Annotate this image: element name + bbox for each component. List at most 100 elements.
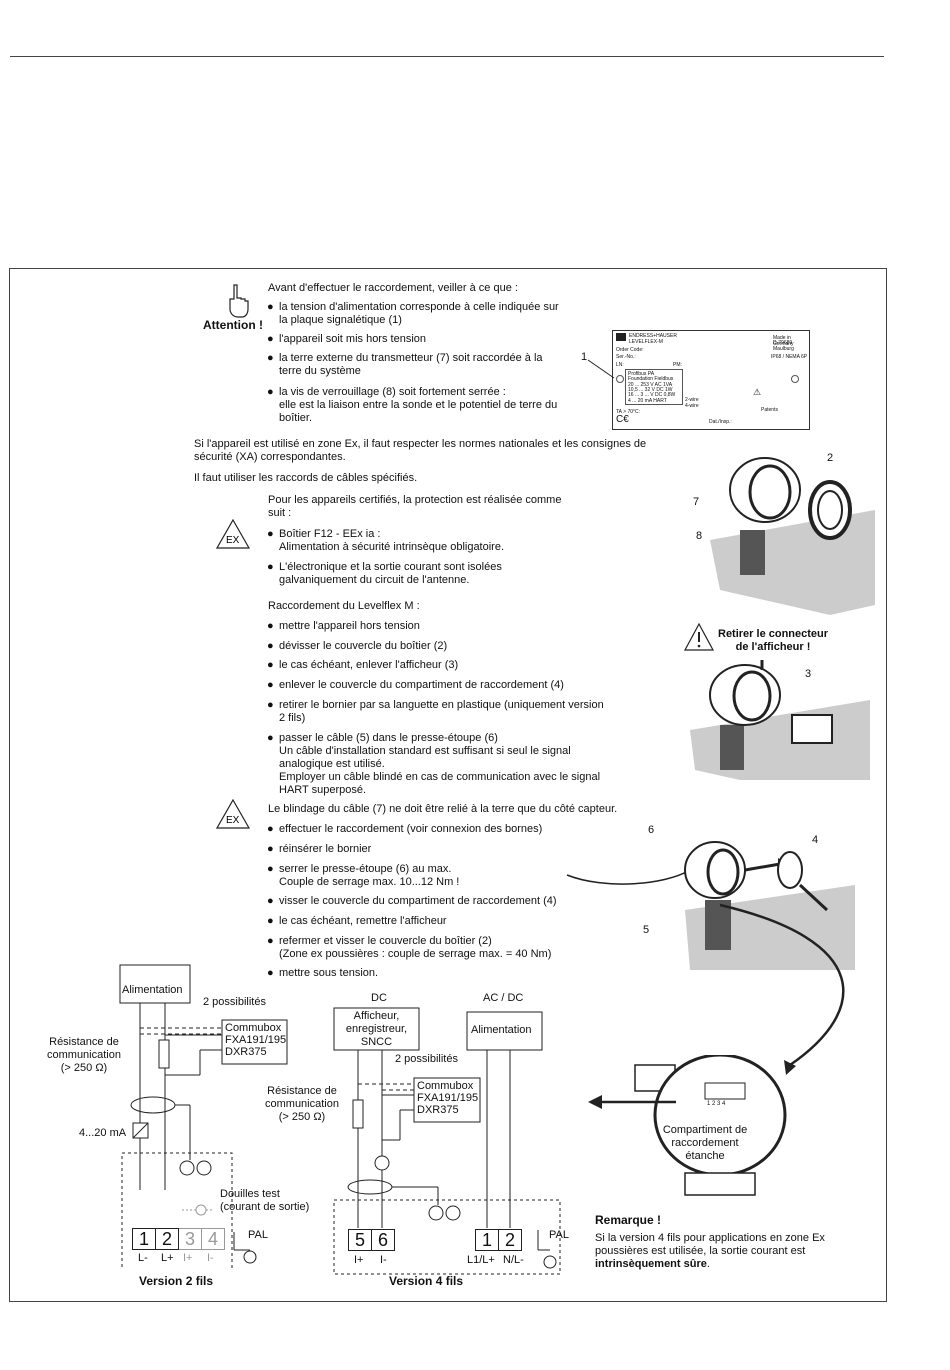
compartment-label: Compartiment de raccordement étanche <box>662 1124 748 1162</box>
connection-intro: Raccordement du Levelflex M : <box>268 600 420 612</box>
connection-item: enlever le couvercle du compartiment de … <box>267 679 627 692</box>
commubox-model: FXA191/195 <box>417 1092 479 1104</box>
terminal-block-supply: 1 2 <box>475 1229 522 1251</box>
nameplate-line: Profibus PA <box>628 371 655 377</box>
cables-text: Il faut utiliser les raccords de câbles … <box>194 472 418 484</box>
terminal: 1 <box>132 1228 156 1250</box>
nameplate-line: 10,5 ... 32 V DC 1W <box>628 387 673 393</box>
shield-note: Le blindage du câble (7) ne doit être re… <box>268 803 618 815</box>
nameplate-model: LEVELFLEX-M <box>629 339 663 345</box>
commubox-model: DXR375 <box>225 1046 267 1058</box>
ground-icon <box>196 1160 212 1176</box>
ground-icon <box>543 1255 557 1269</box>
cable <box>566 869 691 885</box>
ground-screw-icon <box>428 1205 444 1221</box>
nameplate-wires: 2-wire 4-wire <box>685 397 699 409</box>
terminal: 2 <box>156 1228 179 1250</box>
diagram4-display: Afficheur, enregistreur, SNCC <box>345 1010 408 1048</box>
attention-intro: Avant d'effectuer le raccordement, veill… <box>268 282 518 294</box>
display-box <box>333 1007 420 1051</box>
remark-text: Si la version 4 fils pour applications e… <box>595 1232 855 1271</box>
figure-label-4: 4 <box>812 834 819 846</box>
commubox-label: Commubox <box>225 1022 282 1034</box>
terminal: 3 <box>179 1228 202 1250</box>
terminal-block <box>704 1082 746 1100</box>
nameplate-made-in: Made in Germany <box>773 335 794 347</box>
figure-label-6: 6 <box>648 824 655 836</box>
remark-body: Si la version 4 fils pour applications e… <box>595 1232 825 1257</box>
diagram4-supply: Alimentation <box>471 1024 532 1036</box>
ground-icon <box>445 1205 461 1221</box>
content-frame <box>9 268 887 1302</box>
diagram4-possibilities: 2 possibilités <box>395 1053 458 1065</box>
screw-hole-icon <box>616 375 624 383</box>
display-warning: Retirer le connecteur de l'afficheur ! <box>718 628 829 653</box>
cable-shield <box>347 1179 393 1195</box>
connection-item: réinsérer le bornier <box>267 843 627 856</box>
diagram2-current: 4...20 mA <box>79 1127 127 1139</box>
terminal-label: I+ <box>354 1254 364 1266</box>
diagram2-possibilities: 2 possibilités <box>203 996 266 1008</box>
diagram2-caption: Version 2 fils <box>139 1274 214 1288</box>
wiring-diagram-2-wire <box>119 964 288 1270</box>
terminal-label: I+ <box>183 1252 193 1264</box>
terminal-block-2-wire: 1 2 3 4 <box>132 1228 225 1250</box>
supply-box <box>119 964 191 1004</box>
figure-label-7: 7 <box>693 496 700 508</box>
connection-item: serrer le presse-étoupe (6) au max. Coup… <box>267 863 627 889</box>
connection-item: effectuer le raccordement (voir connexio… <box>267 823 627 836</box>
nameplate-line: 20 ... 253 V AC 1VA <box>628 382 673 388</box>
commubox-model: DXR375 <box>417 1104 459 1116</box>
commubox-label: Commubox <box>417 1080 474 1092</box>
remark-end: . <box>706 1258 710 1270</box>
device-neck <box>740 530 765 575</box>
certified-item: Boîtier F12 - EEx ia : Alimentation à sé… <box>267 528 627 554</box>
ce-mark-icon: C€ <box>616 414 629 425</box>
wiring-diagram-4-wire <box>333 1007 561 1275</box>
terminal: 6 <box>372 1229 395 1251</box>
nameplate-patents: Patents <box>761 407 778 413</box>
diagram2-test-sockets: Douilles test (courant de sortie) <box>220 1188 310 1213</box>
nameplate-ln: LN: <box>616 362 624 368</box>
supply-box <box>466 1011 543 1051</box>
attention-item: l'appareil soit mis hors tension <box>267 333 627 346</box>
device-figure-display <box>690 660 870 780</box>
terminal-numbers: 1 2 3 4 <box>707 1101 726 1107</box>
terminal-label: L- <box>138 1252 148 1264</box>
connection-item: visser le couvercle du compartiment de r… <box>267 895 627 908</box>
diagram4-caption: Version 4 fils <box>389 1274 464 1288</box>
terminal-label: I- <box>207 1252 214 1264</box>
eh-logo-icon <box>616 333 626 341</box>
ground-icon <box>243 1250 257 1264</box>
meter-icon <box>374 1155 390 1171</box>
terminal-label: I- <box>380 1254 387 1266</box>
remark-bold: intrinsèquement sûre <box>595 1258 707 1270</box>
compartment-cover <box>777 851 803 889</box>
attention-label: Attention ! <box>203 318 263 332</box>
terminal: 2 <box>499 1229 522 1251</box>
callout-line <box>587 359 615 379</box>
terminal-label: L1/L+ <box>467 1254 495 1266</box>
ex-warning-icon: EX <box>215 518 251 549</box>
nameplate-pm: PM: <box>673 362 682 368</box>
diagram4-pal: PAL <box>549 1229 569 1241</box>
cable-shield <box>130 1096 176 1114</box>
nameplate-options: Profibus PA Foundation Fieldbus 20 ... 2… <box>625 369 683 405</box>
warning-triangle-icon <box>683 622 715 651</box>
arrow-left-icon <box>588 1095 676 1109</box>
diagram2-supply: Alimentation <box>122 984 183 996</box>
nameplate-line: Foundation Fieldbus <box>628 376 674 382</box>
device-boundary <box>121 1152 233 1270</box>
warning-triangle-icon: ⚠ <box>753 387 762 397</box>
pointing-hand-icon <box>229 284 249 318</box>
svg-text:EX: EX <box>226 815 240 826</box>
terminal-label: N/L- <box>503 1254 524 1266</box>
connection-item: le cas échéant, remettre l'afficheur <box>267 915 627 928</box>
figure-label-2: 2 <box>827 452 834 464</box>
connection-item: passer le câble (5) dans le presse-étoup… <box>267 732 627 797</box>
nameplate-ta: TA > 70°C: <box>616 409 641 415</box>
connection-item: mettre l'appareil hors tension <box>267 620 627 633</box>
figure-label-8: 8 <box>696 530 703 542</box>
nameplate-city: D-79689 Maulburg <box>773 340 794 352</box>
diagram4-dc: DC <box>371 992 387 1004</box>
